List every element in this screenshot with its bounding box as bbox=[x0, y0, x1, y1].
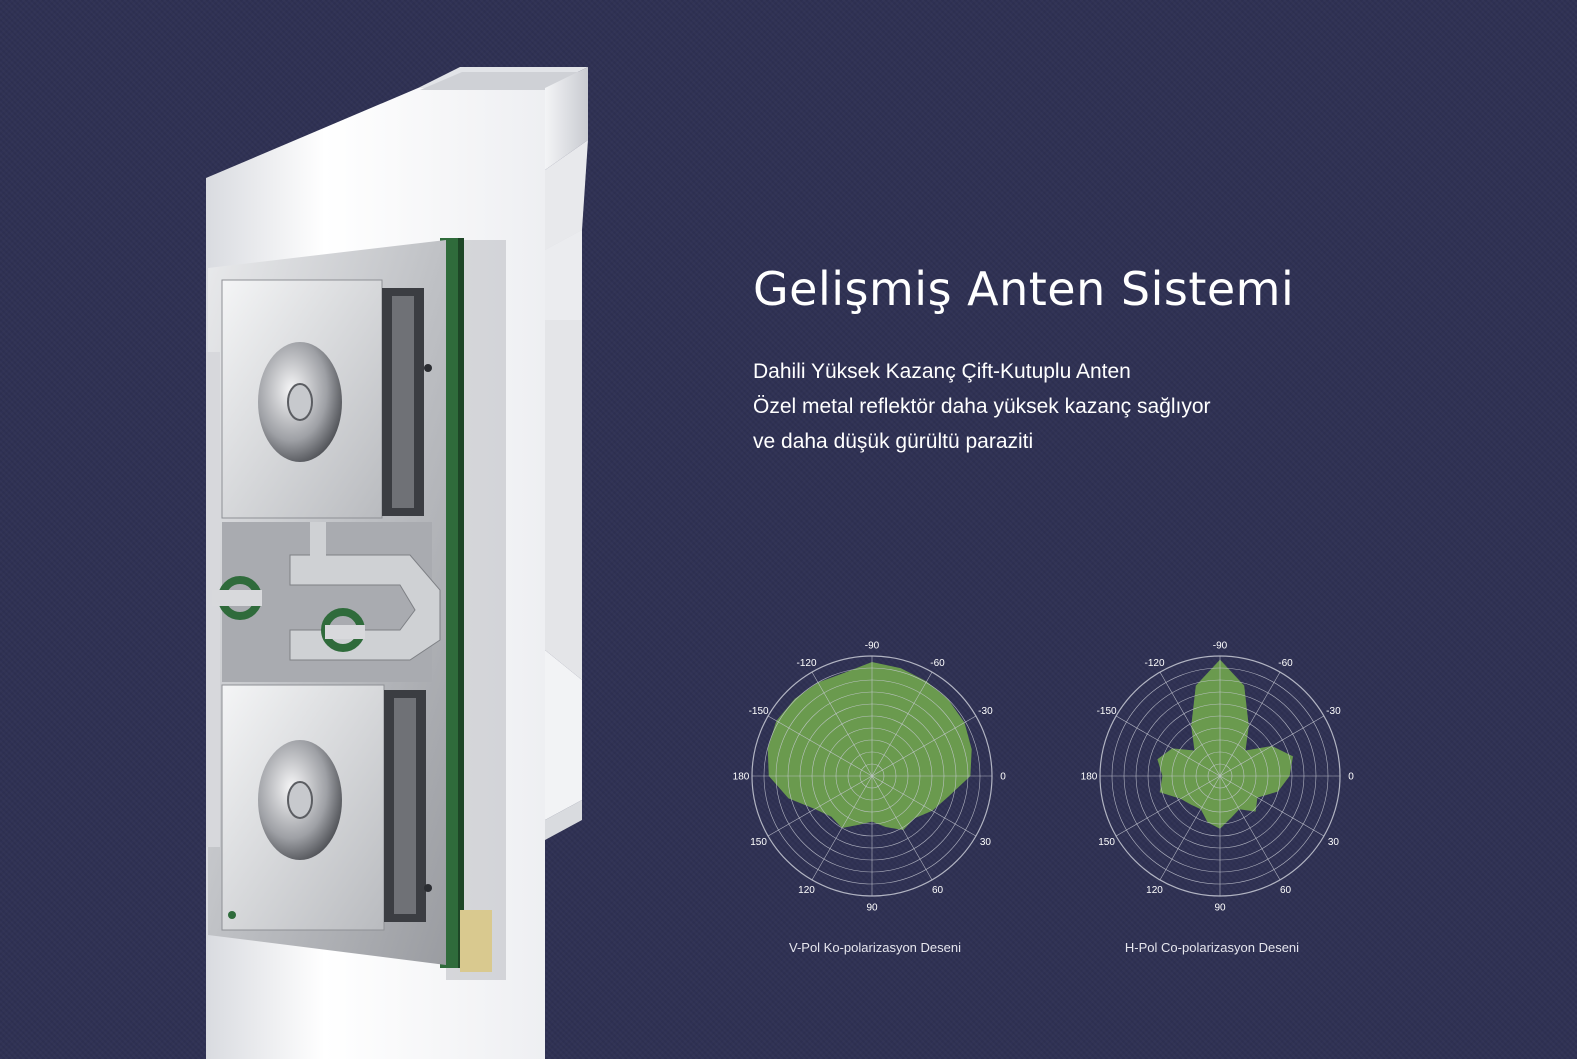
polar-angle-label: 120 bbox=[1146, 885, 1163, 896]
radiation-pattern-fill bbox=[767, 662, 972, 830]
polar-angle-label: 0 bbox=[1348, 772, 1354, 783]
polar-angle-label: 30 bbox=[1328, 837, 1340, 848]
polar-spoke bbox=[811, 671, 873, 777]
polar-angle-label: 150 bbox=[750, 837, 767, 848]
radiation-pattern-fill bbox=[1157, 659, 1293, 829]
polar-spoke bbox=[1115, 715, 1221, 777]
polar-spoke bbox=[871, 671, 933, 777]
h-pol-polar-chart: -90 -60 -30 0 30 60 90 120 150 180 -150 -120 bbox=[1081, 641, 1355, 914]
v-pol-polar-chart: -90 -60 -30 0 30 60 90 120 150 180 -150 -120 bbox=[733, 641, 1007, 914]
polar-angle-label: -150 bbox=[1097, 706, 1117, 717]
polar-spoke bbox=[871, 715, 977, 777]
polar-spoke bbox=[1159, 671, 1221, 777]
polar-angle-label: 0 bbox=[1000, 772, 1006, 783]
polar-angle-label: -90 bbox=[1213, 641, 1228, 652]
polar-angle-label: 30 bbox=[980, 837, 992, 848]
polar-angle-label: 150 bbox=[1098, 837, 1115, 848]
polar-angle-label: 180 bbox=[1081, 772, 1098, 783]
h-pol-chart-caption: H-Pol Co-polarizasyon Deseni bbox=[1124, 940, 1300, 955]
polar-angle-label: 60 bbox=[1280, 885, 1292, 896]
polar-angle-label: -120 bbox=[796, 658, 816, 669]
polar-angle-label: 90 bbox=[1214, 903, 1226, 914]
polar-spoke bbox=[1159, 775, 1221, 881]
v-pol-chart-caption: V-Pol Ko-polarizasyon Deseni bbox=[789, 940, 961, 955]
polar-angle-label: -60 bbox=[1278, 658, 1293, 669]
description-line-2: Özel metal reflektör daha yüksek kazanç … bbox=[753, 395, 1211, 418]
polar-spoke bbox=[767, 715, 873, 777]
polar-spoke bbox=[1219, 775, 1325, 837]
polar-angle-label: -90 bbox=[865, 641, 880, 652]
polar-angle-label: -150 bbox=[749, 706, 769, 717]
polar-spoke bbox=[1219, 671, 1281, 777]
polar-angle-label: 60 bbox=[932, 885, 944, 896]
polar-spoke bbox=[871, 775, 977, 837]
polar-angle-label: 180 bbox=[733, 772, 750, 783]
section-heading: Gelişmiş Anten Sistemi bbox=[753, 262, 1295, 316]
polar-spoke bbox=[1115, 775, 1221, 837]
polar-angle-label: 120 bbox=[798, 885, 815, 896]
description-line-1: Dahili Yüksek Kazanç Çift-Kutuplu Anten bbox=[753, 360, 1131, 383]
polar-spoke bbox=[871, 775, 933, 881]
polar-angle-label: 90 bbox=[866, 903, 878, 914]
polar-angle-label: -60 bbox=[930, 658, 945, 669]
polar-angle-label: -120 bbox=[1144, 658, 1164, 669]
polar-spoke bbox=[767, 775, 873, 837]
polar-angle-label: -30 bbox=[1326, 706, 1341, 717]
feature-description: Dahili Yüksek Kazanç Çift-Kutuplu Anten … bbox=[753, 354, 1211, 459]
polar-angle-label: -30 bbox=[978, 706, 993, 717]
polar-spoke bbox=[1219, 715, 1325, 777]
polar-spoke bbox=[1219, 775, 1281, 881]
description-line-3: ve daha düşük gürültü paraziti bbox=[753, 430, 1034, 453]
polar-spoke bbox=[811, 775, 873, 881]
